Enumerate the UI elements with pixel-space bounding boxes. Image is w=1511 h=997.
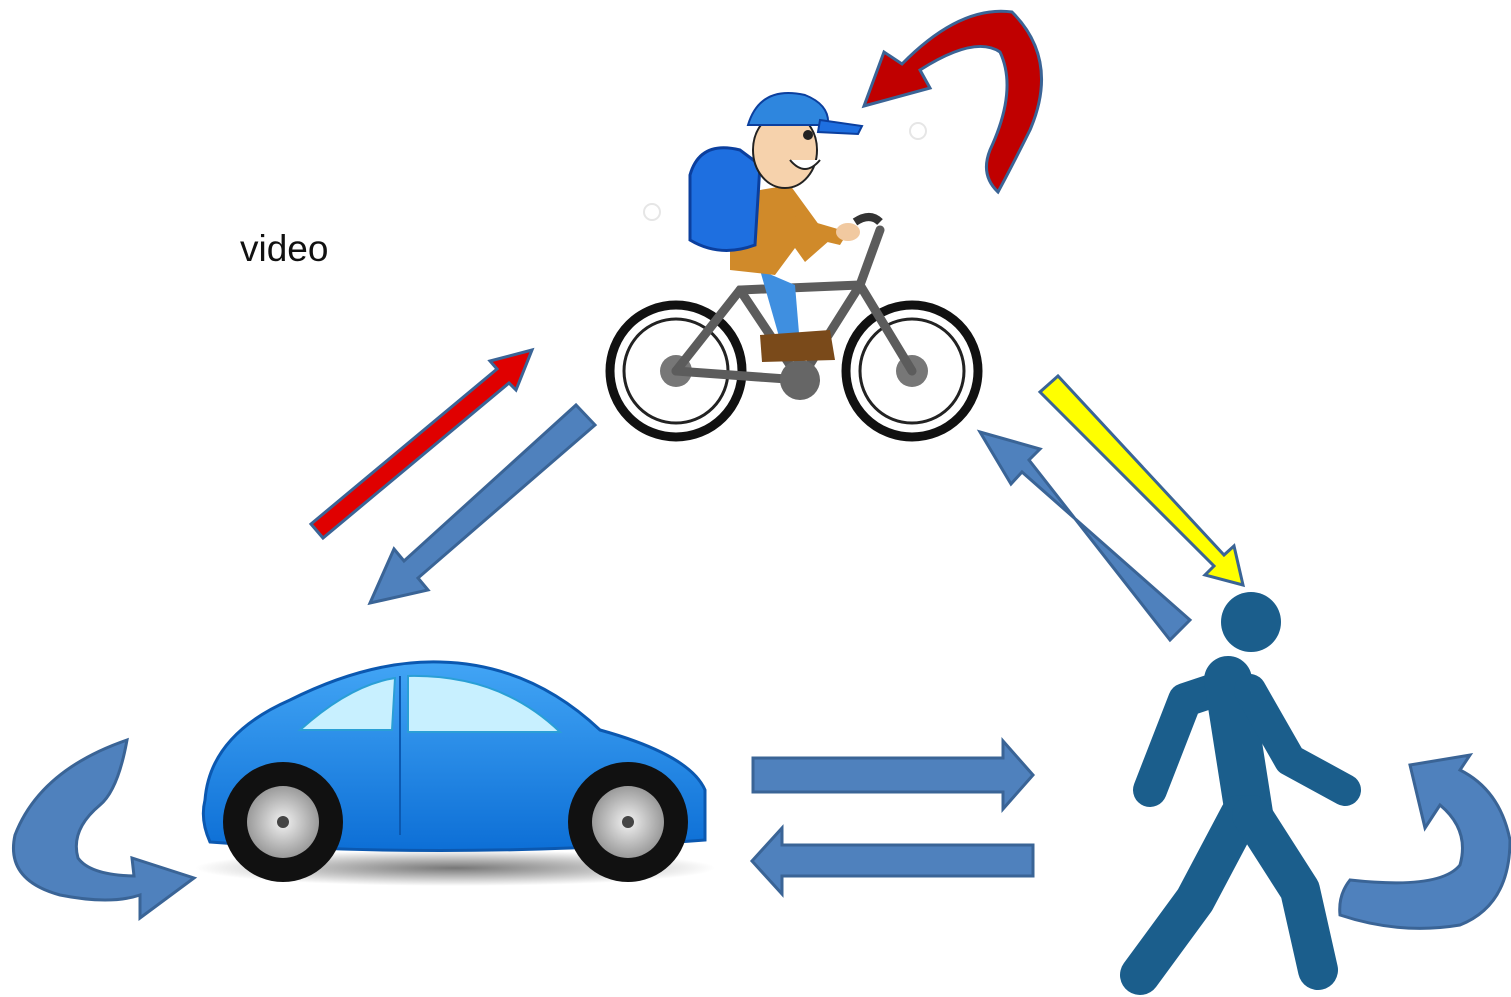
arrow-pedestrian-to-cyclist [976,429,1193,643]
car-icon [195,660,715,886]
arrow-cyclist-to-car [367,402,598,606]
car-wheel-front [223,762,343,882]
car-wheel-rear [568,762,688,882]
arrow-car-to-pedestrian [751,737,1036,813]
arrow-cyclist-to-pedestrian [1037,373,1246,588]
loop-arrow-car [12,737,198,921]
arrow-car-to-cyclist [308,347,535,541]
loop-arrow-cyclist [861,9,1043,195]
cyclist-icon [605,92,983,442]
pedestrian-icon [1120,592,1361,995]
arrow-pedestrian-to-car [749,824,1035,898]
video-label: video [240,228,329,269]
loop-arrow-pedestrian [1338,752,1511,930]
